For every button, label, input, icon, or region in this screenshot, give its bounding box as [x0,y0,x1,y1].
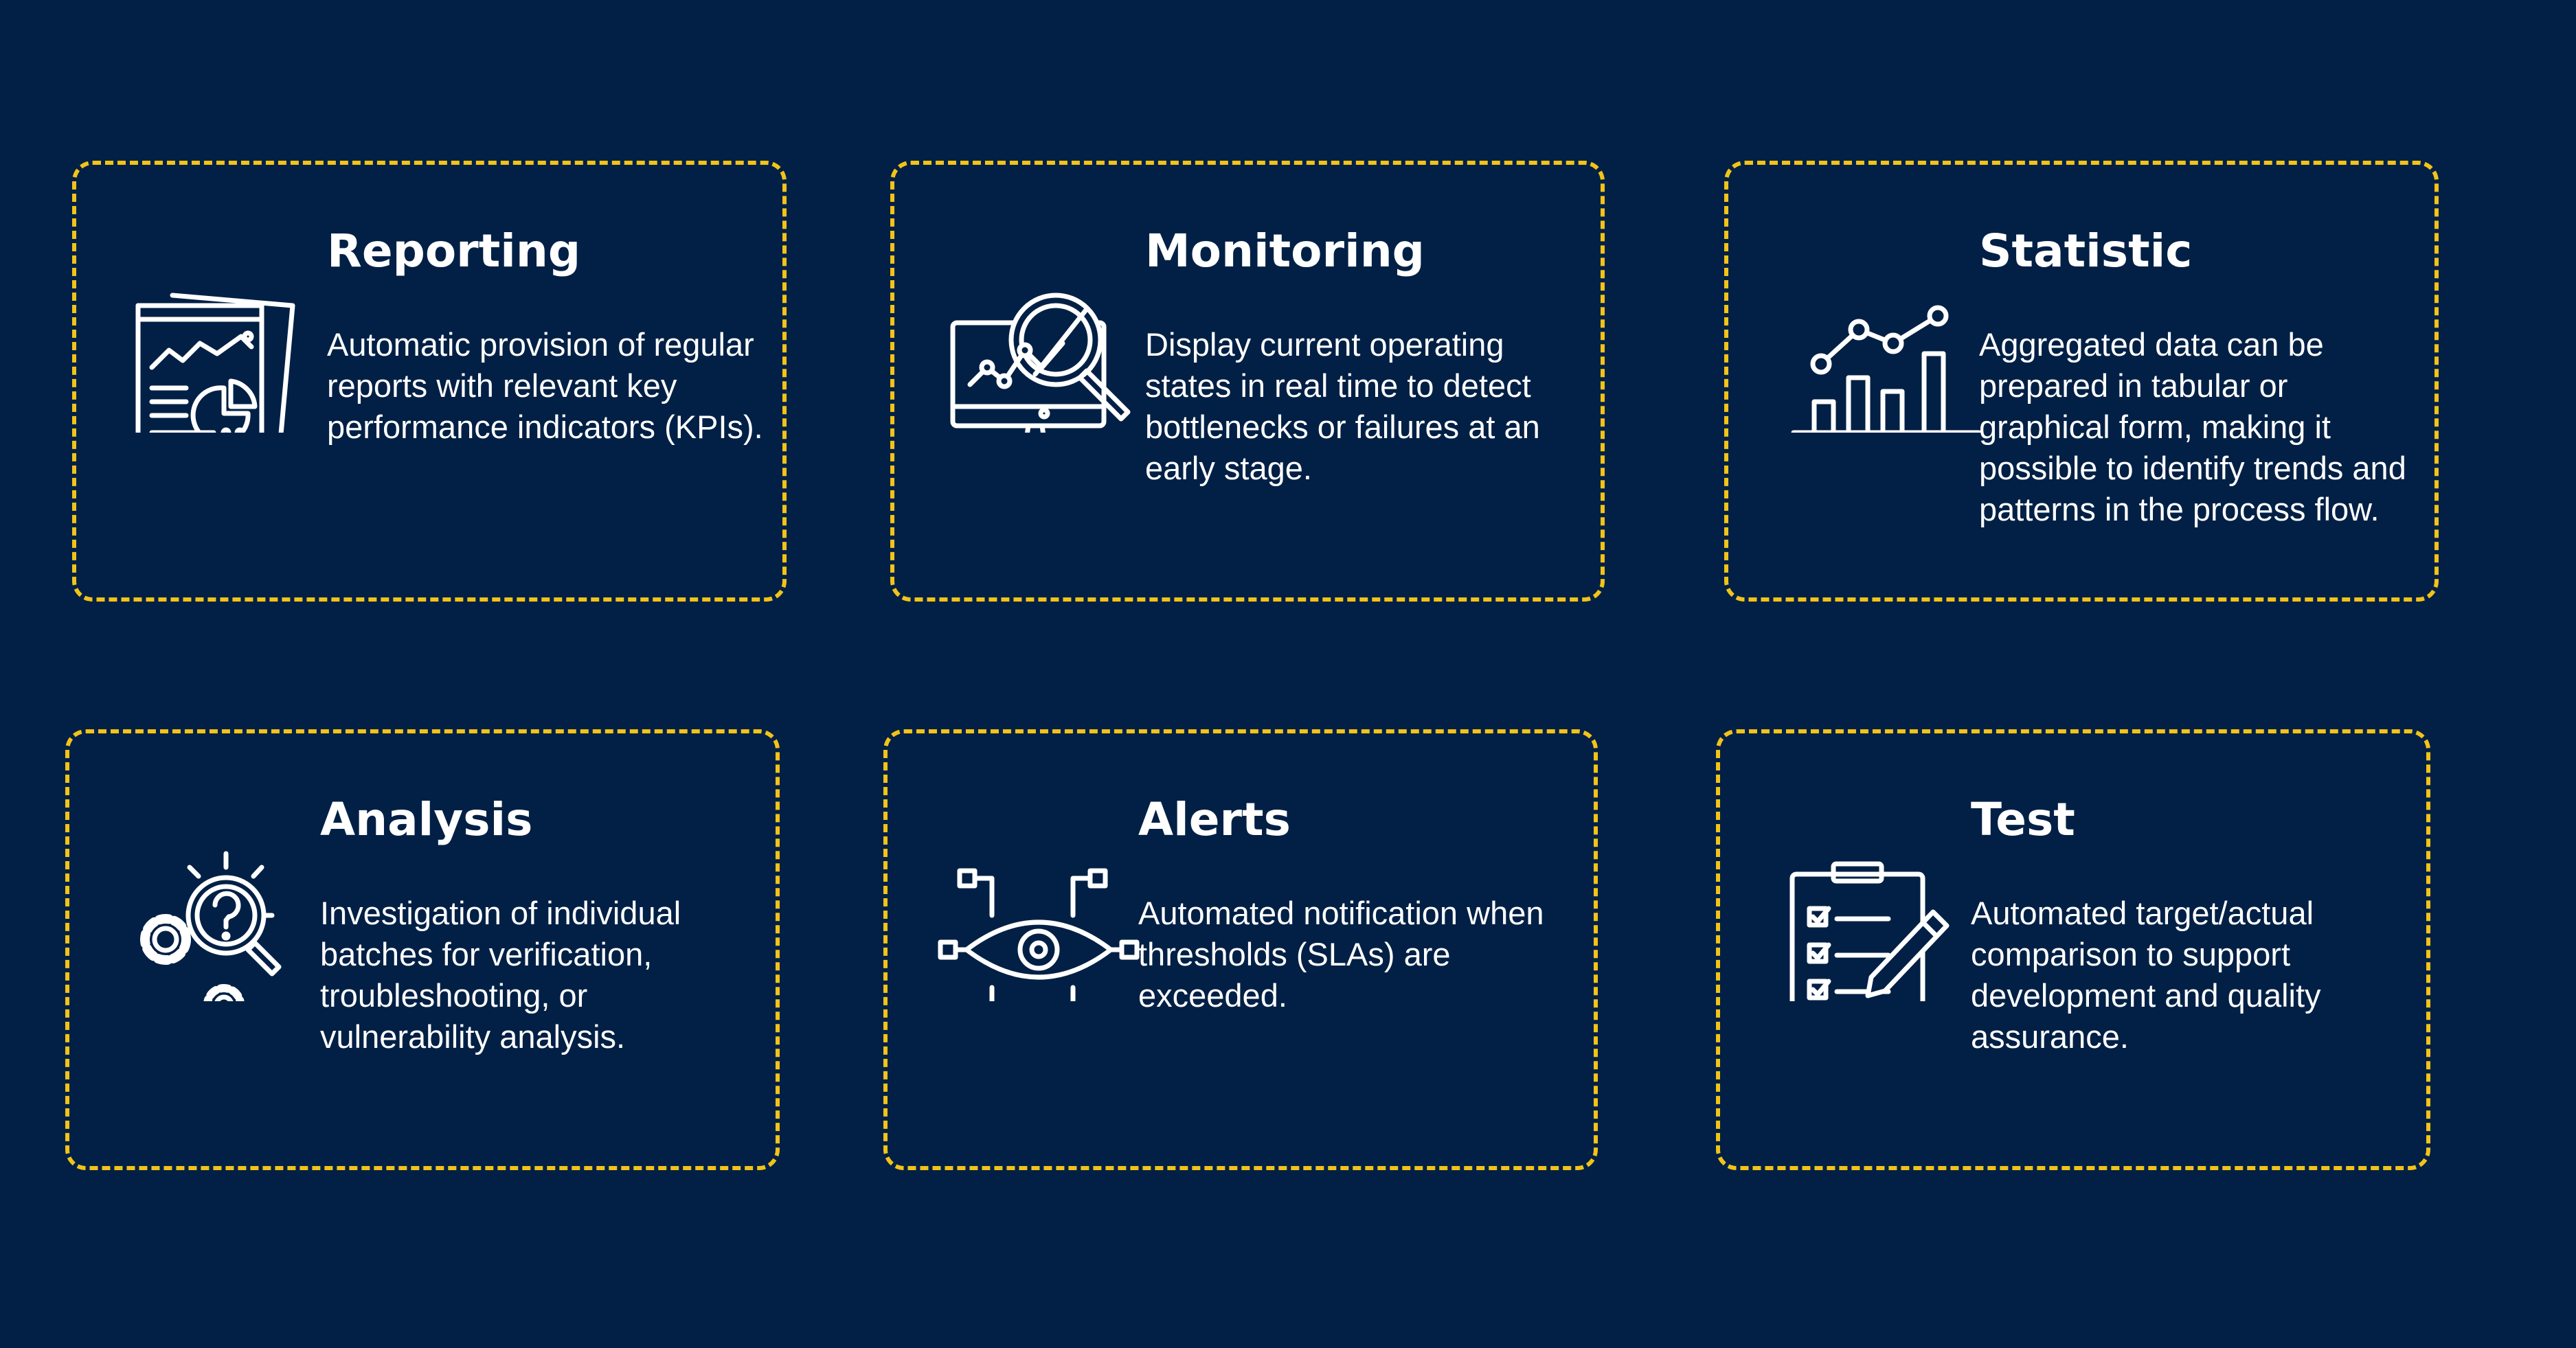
card-description: Automated notification when thresholds (… [1138,895,1544,1014]
card-description: Automatic provision of regular reports w… [327,326,763,445]
report-document-icon [104,227,337,433]
card-description: Display current operating states in real… [1145,326,1540,486]
eye-circuit-icon [915,795,1149,1001]
card-analysis: Analysis Investigation of individual bat… [65,729,780,1170]
monitor-magnifier-icon [922,227,1155,433]
card-title: Alerts [1138,793,1291,846]
card-alerts: Alerts Automated notification when thres… [883,729,1598,1170]
card-reporting: Reporting Automatic provision of regular… [72,161,787,602]
card-statistic: Statistic Aggregated data can be prepare… [1724,161,2439,602]
card-title: Statistic [1979,225,2193,277]
gears-magnifier-question-icon [97,795,330,1001]
card-description: Aggregated data can be prepared in tabul… [1979,326,2406,527]
bar-line-chart-icon [1756,227,1989,433]
card-description: Investigation of individual batches for … [320,895,681,1055]
card-test: Test Automated target/actual comparison … [1716,729,2430,1170]
card-title: Analysis [320,793,533,846]
card-title: Reporting [327,225,581,277]
clipboard-checklist-pencil-icon [1748,795,1981,1001]
card-description: Automated target/actual comparison to su… [1971,895,2321,1055]
card-title: Test [1971,793,2075,846]
card-monitoring: Monitoring Display current operating sta… [890,161,1605,602]
card-title: Monitoring [1145,225,1425,277]
